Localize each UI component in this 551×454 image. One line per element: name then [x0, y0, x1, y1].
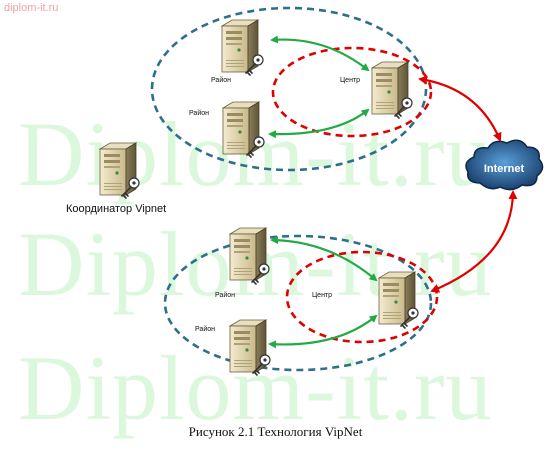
cloud-label: Internet — [484, 163, 525, 175]
internet-link-top — [418, 75, 502, 142]
server-icon — [222, 101, 260, 155]
network-boundary-bottom — [163, 234, 433, 372]
server-icon — [229, 319, 267, 373]
figure-caption: Рисунок 2.1 Технология VipNet — [188, 424, 363, 439]
node-label-top-center: Центр — [340, 77, 361, 84]
node-label-bottom-center: Центр — [312, 292, 333, 299]
node-label-top-2: Район — [189, 110, 209, 117]
link-arrow-bottom-1 — [270, 236, 378, 282]
link-arrow-top-2 — [268, 108, 370, 139]
node-label-top-1: Район — [211, 77, 231, 84]
site-tag: diplom-it.ru — [4, 2, 59, 14]
server-icon — [221, 19, 259, 73]
link-arrow-bottom-2 — [268, 314, 378, 349]
internet-link-bottom — [430, 190, 518, 293]
coordinator-label: Координатор Vipnet — [66, 203, 167, 215]
node-label-bottom-1: Район — [215, 292, 235, 299]
center-boundary-bottom — [285, 250, 439, 344]
link-arrow-top-1 — [270, 35, 370, 72]
node-label-bottom-2: Район — [195, 326, 215, 333]
cloud-icon — [465, 139, 544, 191]
